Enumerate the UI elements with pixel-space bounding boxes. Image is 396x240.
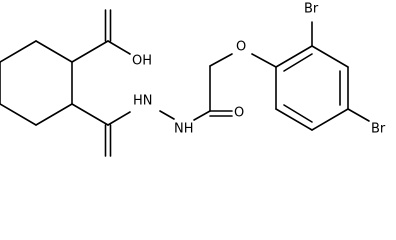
- amide-oxygen-right-label: O: [234, 106, 244, 121]
- hydroxyl-label: OH: [132, 54, 152, 69]
- hydrazide-nh-left-label: HN: [133, 94, 153, 109]
- aromatic-inner-bond: [283, 53, 313, 72]
- bond: [0, 103, 37, 126]
- bond: [35, 103, 73, 126]
- hydrazide-nh-right-label: NH: [174, 122, 194, 137]
- bromine-para-label: Br: [371, 122, 386, 137]
- carboxylic-acid-group: [71, 9, 131, 63]
- hydrazide-linker: [159, 53, 277, 121]
- bond: [251, 53, 277, 68]
- bond: [159, 110, 175, 120]
- bromine-ortho-label: Br: [304, 2, 319, 17]
- ether-oxygen-label: O: [236, 40, 246, 55]
- bond: [107, 40, 131, 55]
- ring-amide-carbonyl: [71, 103, 131, 157]
- bond: [275, 45, 313, 68]
- bond: [275, 108, 313, 131]
- bond: [311, 108, 349, 131]
- bond: [71, 40, 109, 63]
- bond: [71, 103, 109, 126]
- aromatic-inner-bond: [283, 104, 313, 123]
- bond: [193, 110, 211, 121]
- bond: [311, 45, 349, 68]
- bond: [0, 40, 37, 63]
- bond: [107, 111, 131, 126]
- bond: [35, 40, 73, 63]
- bond: [209, 53, 233, 67]
- molecule-structure-diagram: OH HN NH O O Br Br: [0, 2, 386, 157]
- cyclohexane-ring: [0, 40, 73, 126]
- benzene-ring: [275, 21, 370, 131]
- bond: [347, 108, 370, 122]
